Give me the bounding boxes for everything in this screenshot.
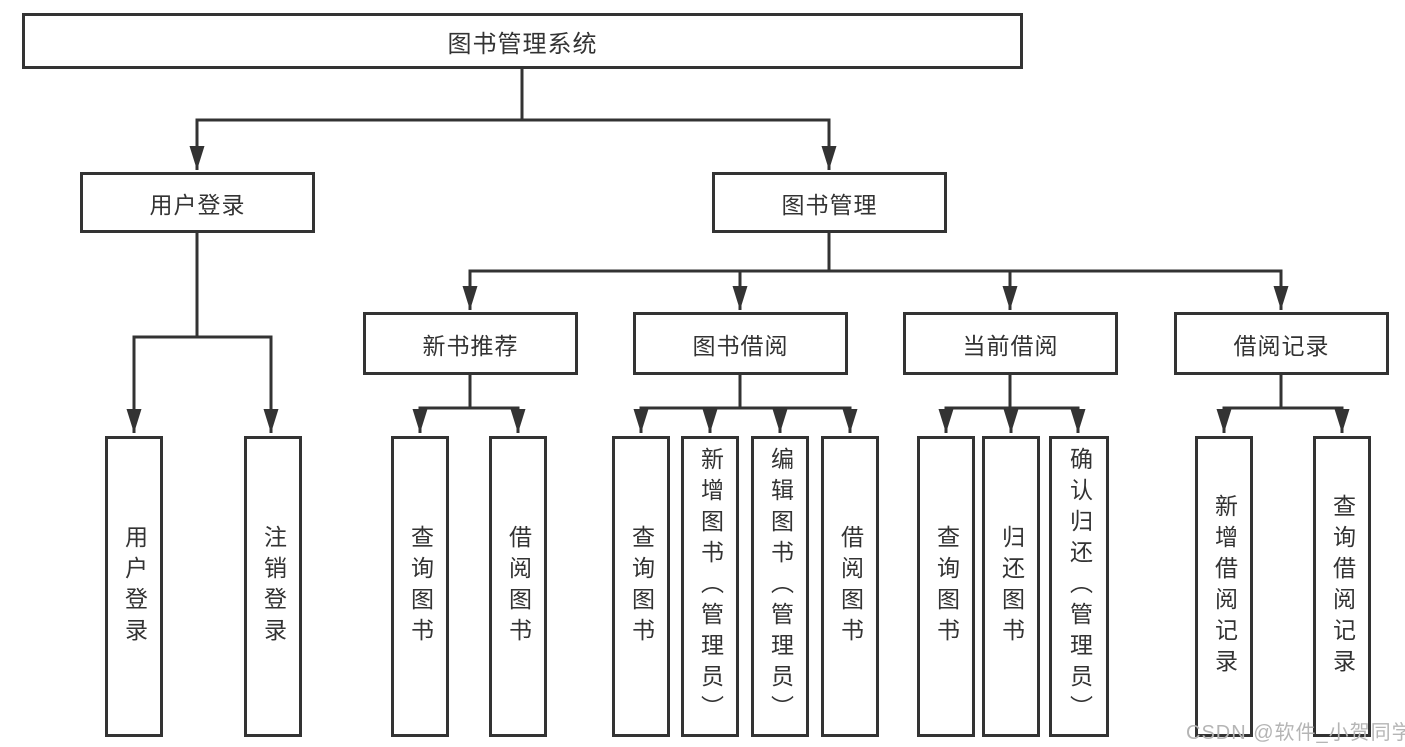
node-label: 用户登录 xyxy=(121,524,148,649)
leaf-box-add-borrow-record: 新增借阅记录 xyxy=(1195,436,1253,737)
leaf-box-borrow-books-borrowing: 借阅图书 xyxy=(821,436,879,737)
node-label: 新增图书（管理员） xyxy=(697,447,724,726)
node-label: 当前借阅 xyxy=(962,332,1059,359)
node-label: 查询借阅记录 xyxy=(1329,493,1356,680)
leaf-box-add-books-admin: 新增图书（管理员） xyxy=(681,436,739,737)
leaf-box-logout: 注销登录 xyxy=(244,436,302,737)
node-box-book-borrowing: 图书借阅 xyxy=(633,312,848,375)
node-label: 查询图书 xyxy=(628,524,655,649)
node-label: 新书推荐 xyxy=(422,332,519,359)
node-label: 用户登录 xyxy=(149,191,246,218)
node-label: 图书管理 xyxy=(781,191,878,218)
leaf-box-query-books-current: 查询图书 xyxy=(917,436,975,737)
leaf-box-query-borrow-record: 查询借阅记录 xyxy=(1313,436,1371,737)
leaf-box-borrow-books-recommend: 借阅图书 xyxy=(489,436,547,737)
node-box-current-borrowing: 当前借阅 xyxy=(903,312,1118,375)
node-box-book-management: 图书管理 xyxy=(712,172,947,233)
node-label: 查询图书 xyxy=(933,524,960,649)
leaf-box-user-login: 用户登录 xyxy=(105,436,163,737)
node-box-user-login: 用户登录 xyxy=(80,172,315,233)
arrow-connectors xyxy=(126,120,1350,433)
node-label: 注销登录 xyxy=(260,524,287,649)
node-label: 新增借阅记录 xyxy=(1211,493,1238,680)
node-label: 确认归还（管理员） xyxy=(1066,447,1093,726)
node-box-new-book-recommend: 新书推荐 xyxy=(363,312,578,375)
leaf-box-query-books-recommend: 查询图书 xyxy=(391,436,449,737)
node-label: 借阅图书 xyxy=(505,524,532,649)
tree-branch-lines xyxy=(132,68,1344,410)
leaf-box-confirm-return-admin: 确认归还（管理员） xyxy=(1049,436,1109,737)
node-label: 编辑图书（管理员） xyxy=(767,447,794,726)
node-label: 图书管理系统 xyxy=(447,30,598,58)
node-label: 归还图书 xyxy=(998,524,1025,649)
node-label: 查询图书 xyxy=(407,524,434,649)
node-label: 借阅图书 xyxy=(837,524,864,649)
leaf-box-return-books: 归还图书 xyxy=(982,436,1040,737)
leaf-box-edit-books-admin: 编辑图书（管理员） xyxy=(751,436,809,737)
node-label: 借阅记录 xyxy=(1233,332,1330,359)
node-label: 图书借阅 xyxy=(692,332,789,359)
node-box-borrowing-records: 借阅记录 xyxy=(1174,312,1389,375)
watermark: CSDN @软件_小贺同学 xyxy=(1186,722,1405,744)
node-box-library-management-system: 图书管理系统 xyxy=(22,13,1023,69)
leaf-box-query-books-borrowing: 查询图书 xyxy=(612,436,670,737)
